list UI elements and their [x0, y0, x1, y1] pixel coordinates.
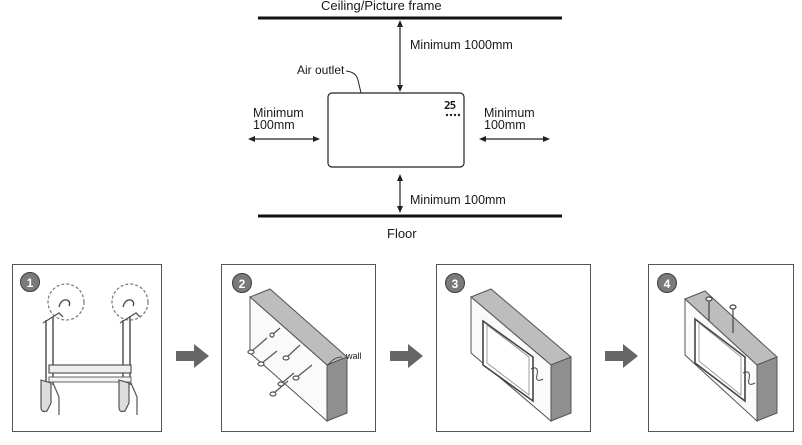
bottom-clearance-label: Minimum 100mm	[410, 193, 506, 207]
left-clearance-label-line1: Minimum	[253, 106, 304, 120]
left-clearance-label-line2: 100mm	[253, 118, 295, 132]
ceiling-label: Ceiling/Picture frame	[321, 0, 442, 13]
right-clearance-label-line2: 100mm	[484, 118, 526, 132]
step-number-badge: 1	[20, 272, 40, 292]
next-step-arrow-icon	[176, 344, 209, 368]
step-panel-3: 3	[436, 264, 591, 432]
mount-device-illustration	[470, 288, 572, 423]
top-clearance-label: Minimum 1000mm	[410, 38, 513, 52]
wall-label: wall	[346, 351, 362, 361]
right-clearance-label-line1: Minimum	[484, 106, 535, 120]
floor-label: Floor	[387, 226, 417, 241]
clearance-lines	[248, 16, 562, 218]
mounting-bracket-illustration	[40, 283, 149, 415]
step-number-badge: 3	[445, 273, 465, 293]
next-step-arrow-icon	[605, 344, 638, 368]
fasten-device-illustration	[684, 290, 778, 423]
wall-screws-illustration	[247, 288, 348, 423]
step-number-badge: 4	[657, 273, 677, 293]
thermostat-device	[327, 92, 465, 168]
step-panel-4: 4	[648, 264, 794, 432]
air-outlet-label: Air outlet	[297, 63, 345, 77]
step-panel-1: 1	[12, 264, 162, 432]
step-panel-2: 2 wall	[221, 264, 376, 432]
next-step-arrow-icon	[390, 344, 423, 368]
air-outlet-leader	[345, 70, 362, 94]
display-reading: 25	[444, 99, 456, 112]
step-number-badge: 2	[232, 273, 252, 293]
